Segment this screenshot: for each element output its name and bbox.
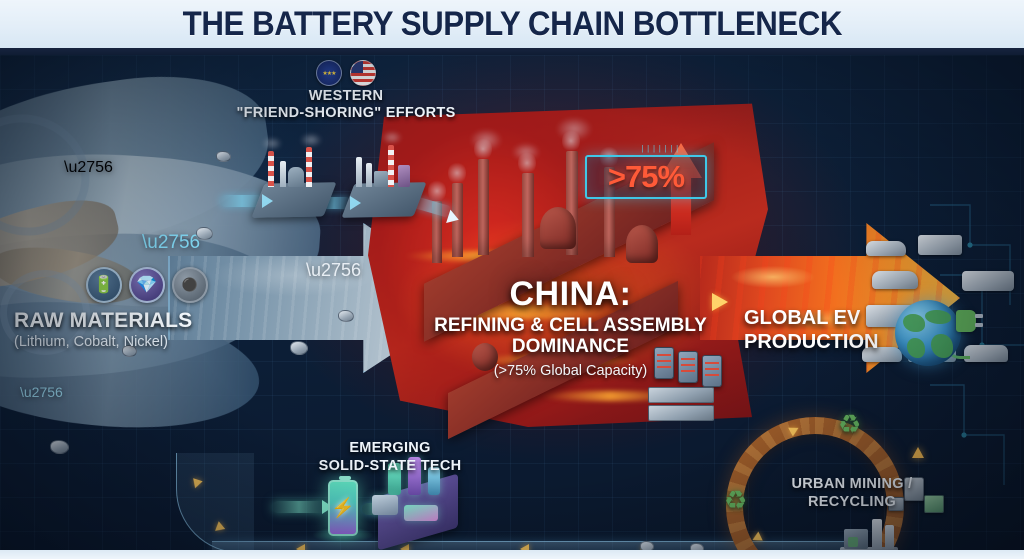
recovered-material-icon xyxy=(690,543,704,550)
eu-flag-icon xyxy=(316,60,342,86)
urban-mining-line2: RECYCLING xyxy=(807,494,897,511)
diagram-body: \u2756 \u2756 \u2756 \u2756 🔋 💎 ⚫ RAW MA… xyxy=(0,55,1024,550)
smoke-plume xyxy=(262,137,282,150)
smokestack-icon xyxy=(474,137,492,255)
western-label-line2: "FRIEND-SHORING" EFFORTS xyxy=(236,105,456,122)
solid-state-module-icon xyxy=(372,495,398,515)
title-bar: THE BATTERY SUPPLY CHAIN BOTTLENECK xyxy=(0,0,1024,48)
storage-tank-icon xyxy=(626,225,658,263)
western-building xyxy=(398,165,410,187)
return-path-curve xyxy=(176,453,254,550)
western-smokestack-icon xyxy=(268,151,274,187)
cobalt-ore-icon: 💎 xyxy=(129,267,165,303)
urban-mining-line1: URBAN MINING / xyxy=(791,476,913,492)
recycle-symbol-icon: ♻ xyxy=(838,409,862,439)
lithium-battery-icon: 🔋 xyxy=(86,267,122,303)
western-smokestack-icon xyxy=(366,163,372,187)
raw-materials-label-group: 🔋 💎 ⚫ RAW MATERIALS (Lithium, Cobalt, Ni… xyxy=(14,267,214,350)
urban-mining-label-group: URBAN MINING / RECYCLING xyxy=(772,475,932,511)
solid-state-line2: SOLID-STATE TECH xyxy=(318,457,462,474)
smoke-plume xyxy=(470,129,502,151)
recovered-material-icon xyxy=(640,541,654,550)
vehicle-hatchback-icon xyxy=(862,347,902,362)
vehicle-sedan-icon xyxy=(866,241,906,256)
ore-chunk-icon xyxy=(50,440,69,454)
raw-materials-subheading: (Lithium, Cobalt, Nickel) xyxy=(14,334,168,350)
ore-chunk-icon xyxy=(196,227,213,240)
smoke-plume xyxy=(512,143,540,161)
western-smokestack-icon xyxy=(356,157,362,187)
loop-arrow-icon xyxy=(912,447,924,458)
battery-cell-pack-icon xyxy=(702,355,722,387)
solid-state-module-icon xyxy=(404,505,438,521)
solid-state-battery-icon: ⚡ xyxy=(328,476,358,536)
lithium-battery-glyph: 🔋 xyxy=(93,275,115,294)
vehicle-mpv-icon xyxy=(964,345,1008,362)
ev-plug-icon xyxy=(956,310,983,332)
western-smokestack-icon xyxy=(388,145,394,187)
vehicle-coach-bus-icon xyxy=(962,271,1014,291)
western-flow-arrow-icon xyxy=(262,194,273,208)
battery-module-row xyxy=(648,405,714,421)
solid-state-label-group: EMERGING SOLID-STATE TECH xyxy=(300,440,480,475)
lithium-crystal-icon: \u2756 xyxy=(142,232,201,253)
output-flow-arrow-icon xyxy=(712,293,728,311)
smoke-plume xyxy=(300,133,322,147)
smelter-crucible-icon xyxy=(472,343,498,371)
western-smokestack-icon xyxy=(306,147,312,187)
recycle-symbol-icon: ♻ xyxy=(724,485,748,515)
title-underline xyxy=(0,48,1024,55)
battery-cell-pack-icon xyxy=(654,347,674,379)
raw-materials-heading: RAW MATERIALS xyxy=(14,309,193,332)
western-label-line1: WESTERN xyxy=(308,88,384,104)
ore-on-arrow-icon xyxy=(290,341,308,355)
solid-state-line1: EMERGING xyxy=(349,440,431,456)
western-efforts-label: WESTERN "FRIEND-SHORING" EFFORTS xyxy=(236,88,456,123)
nickel-ore-icon: ⚫ xyxy=(172,267,208,303)
western-smokestack-icon xyxy=(280,161,286,187)
ore-chunk-icon xyxy=(216,151,231,162)
western-efforts-group: WESTERN "FRIEND-SHORING" EFFORTS xyxy=(236,60,456,123)
status-badge: >75% xyxy=(585,155,707,199)
nickel-ore-glyph: ⚫ xyxy=(181,277,199,292)
western-building xyxy=(374,171,388,187)
storage-tank-icon xyxy=(540,207,576,249)
solid-state-flow-connector xyxy=(272,501,326,513)
lithium-crystal-icon: \u2756 xyxy=(20,384,63,400)
status-badge-value: >75% xyxy=(607,159,685,194)
cobalt-ore-glyph: 💎 xyxy=(136,275,158,294)
lightning-bolt-icon: ⚡ xyxy=(331,497,355,519)
globe-icon xyxy=(895,300,961,366)
page-title: THE BATTERY SUPPLY CHAIN BOTTLENECK xyxy=(182,4,842,43)
lithium-crystal-icon: \u2756 xyxy=(64,159,113,176)
western-flow-arrow-icon xyxy=(350,196,361,210)
vehicle-suv-icon xyxy=(872,271,918,289)
bottom-strip xyxy=(0,550,1024,559)
badge-tick-marks: ||||||| xyxy=(640,145,681,154)
smoke-plume xyxy=(556,117,592,141)
crystal-on-arrow-icon: \u2756 xyxy=(306,260,362,280)
smokestack-icon xyxy=(518,151,536,257)
ore-on-arrow-icon xyxy=(338,310,354,322)
battery-cell-pack-icon xyxy=(678,351,698,383)
us-flag-icon xyxy=(350,60,376,86)
raw-material-icon-row: 🔋 💎 ⚫ xyxy=(14,267,214,303)
smoke-plume xyxy=(382,131,402,144)
battery-module-row xyxy=(648,387,714,403)
western-flag-row xyxy=(236,60,456,86)
return-path-processing-plant xyxy=(840,517,898,550)
vehicle-box-truck-icon xyxy=(918,235,962,255)
western-tank-icon xyxy=(288,167,304,187)
